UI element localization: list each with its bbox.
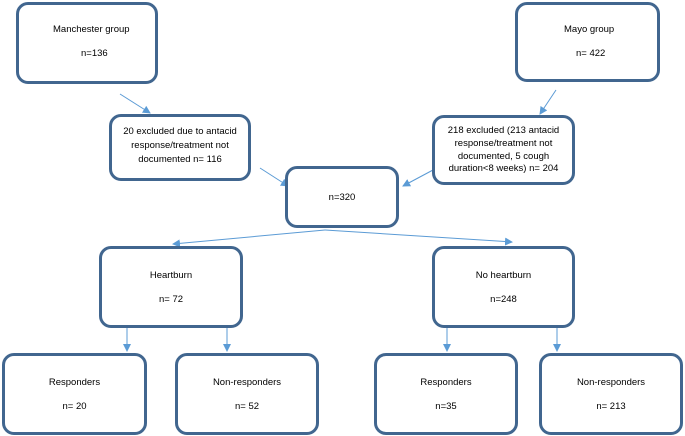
mayo-excluded-line-1: 218 excluded (213 antacid	[447, 125, 560, 136]
no-heartburn-title: No heartburn	[475, 270, 532, 281]
no-heartburn-nonresponders-box: Non-responders n= 213	[539, 353, 683, 435]
mayo-count: n= 422	[576, 47, 606, 59]
arrow-mayo-excluded-to-total	[402, 169, 434, 187]
no-heartburn-nonresponders-count: n= 213	[596, 400, 626, 412]
heartburn-title: Heartburn	[149, 270, 193, 281]
mayo-group-box: Mayo group n= 422	[515, 2, 660, 82]
arrow-total-to-heartburn	[172, 229, 326, 248]
arrow-manchester-excluded-to-total	[259, 167, 289, 187]
manchester-excluded-line-1: 20 excluded due to antacid	[123, 126, 237, 137]
mayo-title: Mayo group	[564, 24, 615, 35]
mayo-excluded-line-3: documented, 5 cough	[457, 150, 550, 162]
no-heartburn-count: n=248	[490, 293, 517, 305]
heartburn-responders-title: Responders	[48, 377, 101, 388]
heartburn-responders-box: Responders n= 20	[2, 353, 147, 435]
no-heartburn-responders-count: n=35	[435, 400, 457, 412]
heartburn-nonresponders-box: Non-responders n= 52	[175, 353, 319, 435]
manchester-excluded-line-2: response/treatment not	[131, 139, 229, 151]
manchester-count: n=136	[81, 47, 108, 59]
manchester-title: Manchester group	[53, 24, 130, 35]
heartburn-box: Heartburn n= 72	[99, 246, 243, 328]
mayo-excluded-box: 218 excluded (213 antacid response/treat…	[432, 115, 575, 185]
arrow-manchester-to-excluded	[119, 93, 151, 114]
no-heartburn-responders-title: Responders	[420, 377, 472, 388]
mayo-excluded-line-2: response/treatment not	[454, 137, 553, 149]
manchester-group-box: Manchester group n=136	[16, 2, 158, 84]
arrow-total-to-no-heartburn	[324, 229, 513, 246]
no-heartburn-box: No heartburn n=248	[432, 246, 575, 328]
arrow-mayo-to-excluded	[539, 89, 557, 115]
heartburn-nonresponders-count: n= 52	[234, 400, 260, 412]
heartburn-responders-count: n= 20	[62, 400, 87, 412]
total-box: n=320	[285, 166, 399, 228]
heartburn-nonresponders-title: Non-responders	[212, 377, 282, 388]
no-heartburn-nonresponders-title: Non-responders	[576, 377, 646, 388]
mayo-excluded-line-4: duration<8 weeks) n= 204	[448, 163, 559, 175]
heartburn-count: n= 72	[158, 293, 184, 305]
manchester-excluded-box: 20 excluded due to antacid response/trea…	[109, 114, 251, 181]
no-heartburn-responders-box: Responders n=35	[374, 353, 518, 435]
manchester-excluded-line-3: documented n= 116	[138, 153, 222, 165]
total-count: n=320	[328, 192, 356, 203]
